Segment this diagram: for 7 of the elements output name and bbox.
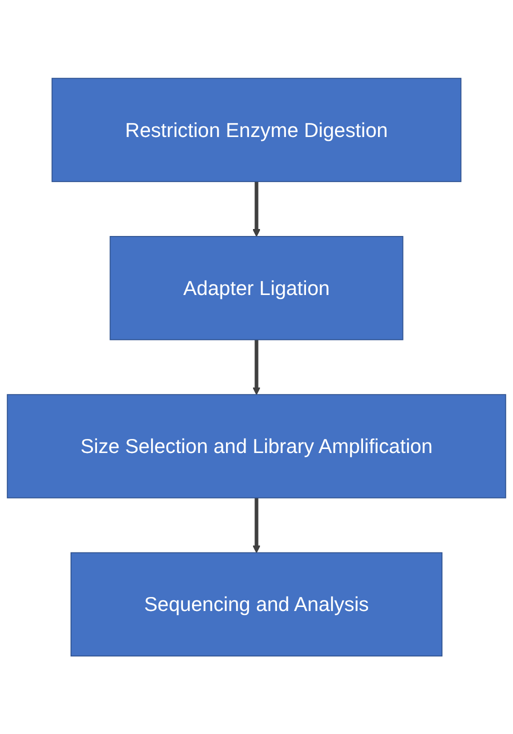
arrow bbox=[252, 181, 261, 237]
arrow bbox=[252, 498, 261, 553]
node-box: Adapter Ligation bbox=[110, 236, 404, 340]
arrow bbox=[252, 340, 261, 395]
node-box: Size Selection and Library Amplification bbox=[6, 394, 506, 498]
node-box: Sequencing and Analysis bbox=[70, 552, 442, 656]
node-box: Restriction Enzyme Digestion bbox=[52, 78, 462, 182]
